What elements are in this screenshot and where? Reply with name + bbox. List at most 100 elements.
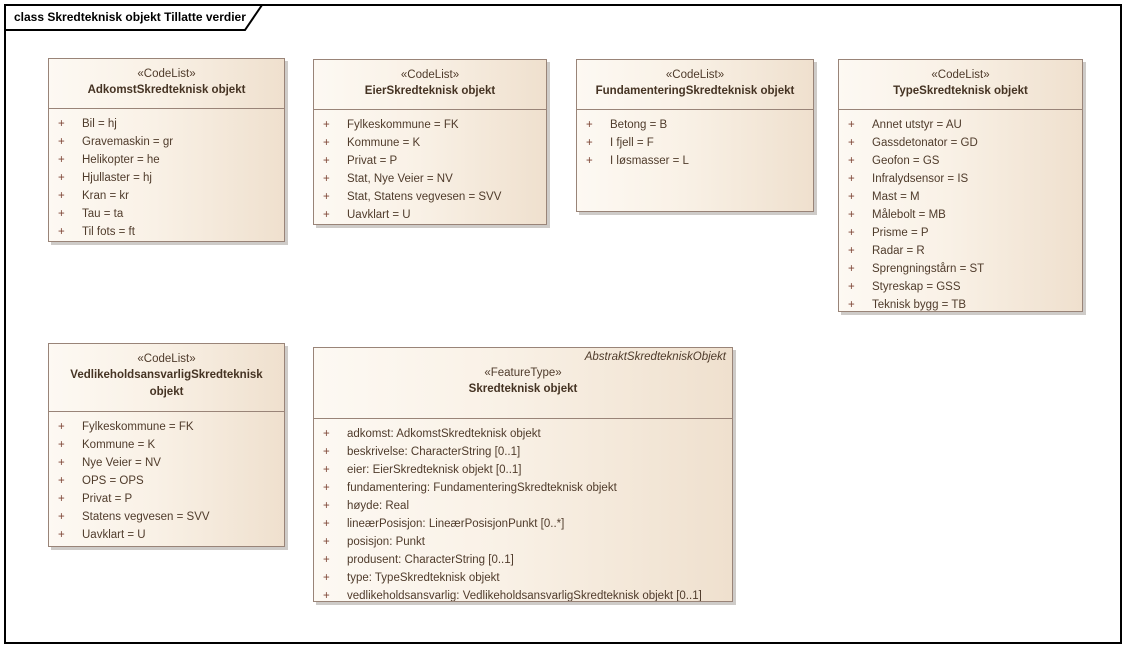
attribute-row: +adkomst: AdkomstSkredteknisk objekt — [314, 425, 732, 443]
visibility-plus-icon: + — [323, 482, 330, 494]
stereotype-label: «CodeList» — [931, 69, 990, 81]
class-name: AdkomstSkredteknisk objekt — [87, 84, 246, 96]
attribute-row: + Privat = P — [314, 152, 546, 170]
attribute-text: produsent: CharacterString [0..1] — [347, 554, 514, 566]
visibility-plus-icon: + — [848, 173, 855, 185]
visibility-plus-icon: + — [848, 263, 855, 275]
class-name: VedlikeholdsansvarligSkredteknisk objekt — [70, 369, 263, 398]
attributes-compartment: +Fylkeskommune = FK+Kommune = K+Nye Veie… — [49, 412, 284, 546]
visibility-plus-icon: + — [848, 299, 855, 311]
attribute-text: Stat, Nye Veier = NV — [347, 173, 453, 185]
attribute-row: +Gravemaskin = gr — [49, 133, 284, 151]
attribute-text: Kommune = K — [347, 137, 421, 149]
attribute-row: +I løsmasser = L — [577, 152, 813, 170]
visibility-plus-icon: + — [58, 529, 65, 541]
attribute-row: + Hjullaster = hj — [49, 169, 284, 187]
attribute-text: Annet utstyr = AU — [872, 119, 962, 131]
frame-tab-shape — [4, 4, 264, 31]
attributes-compartment: +Bil = hj+Gravemaskin = gr+Helikopter = … — [49, 109, 284, 241]
attribute-text: Mast = M — [872, 191, 920, 203]
attributes-compartment: + Fylkeskommune = FK + Kommune = K + Privat =… — [314, 110, 546, 224]
attribute-text: I fjell = F — [610, 137, 654, 149]
attribute-row: +Gassdetonator = GD — [839, 134, 1082, 152]
class-name: TypeSkredteknisk objekt — [893, 85, 1028, 97]
attribute-text: Privat = P — [347, 155, 398, 167]
attribute-text: Hjullaster = hj — [82, 172, 152, 184]
attribute-row: + Infralydsensor = IS — [839, 170, 1082, 188]
attribute-text: Uavklart = U — [347, 209, 411, 221]
visibility-plus-icon: + — [323, 173, 330, 185]
class-name: FundamenteringSkredteknisk objekt — [595, 85, 795, 97]
attribute-row: +Styreskap = GSS — [839, 278, 1082, 296]
stereotype-label: «FeatureType» — [484, 367, 562, 379]
attribute-row: +Bil = hj — [49, 115, 284, 133]
visibility-plus-icon: + — [58, 226, 65, 238]
attribute-row: +Fylkeskommune = FK — [49, 418, 284, 436]
attribute-text: adkomst: AdkomstSkredteknisk objekt — [347, 428, 541, 440]
attribute-text: posisjon: Punkt — [347, 536, 425, 548]
visibility-plus-icon: + — [848, 191, 855, 203]
class-header: «CodeList» VedlikeholdsansvarligSkredtek… — [49, 344, 284, 412]
attribute-row: + Stat, Statens vegvesen = SVV — [314, 188, 546, 206]
stereotype-label: «CodeList» — [400, 69, 460, 81]
attribute-row: +beskrivelse: CharacterString [0..1] — [314, 443, 732, 461]
attribute-row: + Stat, Nye Veier = NV — [314, 170, 546, 188]
attribute-row: + Mast = M — [839, 188, 1082, 206]
visibility-plus-icon: + — [323, 191, 330, 203]
visibility-plus-icon: + — [58, 190, 65, 202]
attribute-row: +Kommune = K — [49, 436, 284, 454]
visibility-plus-icon: + — [58, 511, 65, 523]
attribute-text: Radar = R — [872, 245, 925, 257]
attribute-text: Uavklart = U — [82, 529, 146, 541]
attribute-text: Gravemaskin = gr — [82, 136, 174, 148]
attributes-compartment: +Annet utstyr = AU+Gassdetonator = GD+Ge… — [839, 110, 1082, 311]
attribute-text: type: TypeSkredteknisk objekt — [347, 572, 500, 584]
visibility-plus-icon: + — [848, 227, 855, 239]
visibility-plus-icon: + — [58, 172, 65, 184]
attribute-row: +lineærPosisjon: LineærPosisjonPunkt [0.… — [314, 515, 732, 533]
diagram-frame-label: class Skredteknisk objekt Tillatte verdi… — [14, 10, 246, 24]
visibility-plus-icon: + — [58, 118, 65, 130]
visibility-plus-icon: + — [58, 475, 65, 487]
attribute-text: Kommune = K — [82, 439, 156, 451]
class-box-eier-skredteknisk-objekt: «CodeList» EierSkredteknisk objekt + Fylk… — [313, 59, 547, 225]
visibility-plus-icon: + — [323, 119, 330, 131]
attribute-row: +Privat = P — [49, 490, 284, 508]
attribute-row: +høyde: Real — [314, 497, 732, 515]
visibility-plus-icon: + — [323, 155, 330, 167]
class-box-vedlikeholdsansvarlig-skredteknisk-objekt: «CodeList» VedlikeholdsansvarligSkredtek… — [48, 343, 285, 547]
attribute-row: + type: TypeSkredteknisk objekt — [314, 569, 732, 587]
attribute-text: beskrivelse: CharacterString [0..1] — [347, 446, 521, 458]
attribute-text: Geofon = GS — [872, 155, 940, 167]
attribute-text: OPS = OPS — [82, 475, 144, 487]
attribute-row: +Nye Veier = NV — [49, 454, 284, 472]
attributes-compartment: +adkomst: AdkomstSkredteknisk objekt+bes… — [314, 419, 732, 601]
attribute-text: Infralydsensor = IS — [872, 173, 969, 185]
attribute-text: Statens vegvesen = SVV — [82, 511, 210, 523]
attribute-row: +Radar = R — [839, 242, 1082, 260]
visibility-plus-icon: + — [848, 119, 855, 131]
attribute-row: +Sprengningstårn = ST — [839, 260, 1082, 278]
attribute-row: + Fylkeskommune = FK — [314, 116, 546, 134]
visibility-plus-icon: + — [323, 590, 330, 601]
attribute-row: + Uavklart = U — [49, 526, 284, 544]
visibility-plus-icon: + — [323, 572, 330, 584]
visibility-plus-icon: + — [323, 536, 330, 548]
attribute-row: +vedlikeholdsansvarlig: Vedlikeholdsansv… — [314, 587, 732, 601]
visibility-plus-icon: + — [58, 421, 65, 433]
visibility-plus-icon: + — [323, 500, 330, 512]
class-header: AbstraktSkredtekniskObjekt «FeatureType»… — [314, 348, 732, 419]
class-box-adkomst-skredteknisk-objekt: «CodeList» AdkomstSkredteknisk objekt +B… — [48, 58, 285, 242]
visibility-plus-icon: + — [323, 554, 330, 566]
attribute-row: + posisjon: Punkt — [314, 533, 732, 551]
attribute-text: Gassdetonator = GD — [872, 137, 978, 149]
class-header: «CodeList» EierSkredteknisk objekt — [314, 60, 546, 110]
attribute-text: Stat, Statens vegvesen = SVV — [347, 191, 502, 203]
attribute-text: Privat = P — [82, 493, 133, 505]
visibility-plus-icon: + — [586, 137, 593, 149]
visibility-plus-icon: + — [323, 464, 330, 476]
abstract-parent-label: AbstraktSkredtekniskObjekt — [584, 351, 726, 363]
attribute-row: + I fjell = F — [577, 134, 813, 152]
attribute-text: Fylkeskommune = FK — [347, 119, 459, 131]
attribute-row: +Til fots = ft — [49, 223, 284, 241]
